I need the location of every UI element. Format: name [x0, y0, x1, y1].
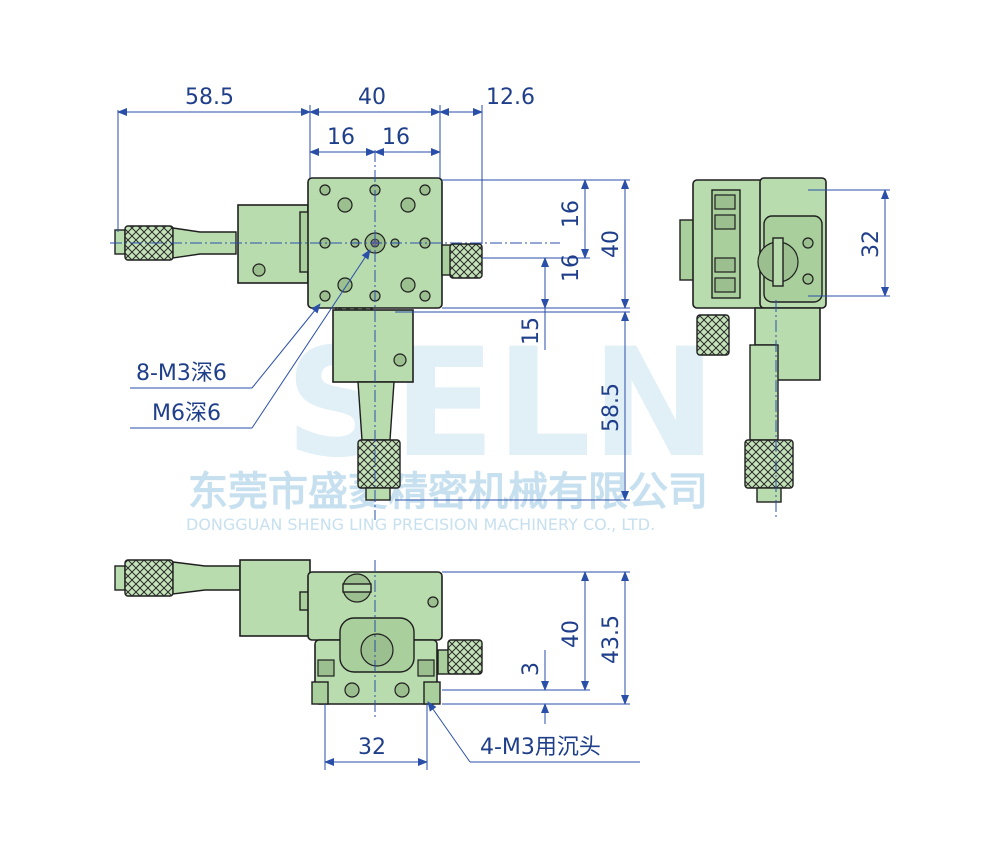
- dim-3: 3: [519, 662, 544, 676]
- front-lock-knob-icon: [447, 639, 483, 675]
- callout-center-hole: M6深6: [152, 401, 221, 426]
- watermark: SELN 东莞市盛菱精密机械有限公司 DONGGUAN SHENG LING P…: [186, 317, 717, 534]
- dim-16-lower: 16: [559, 254, 584, 282]
- front-knurl-icon: [124, 559, 174, 597]
- front-center-hole-icon: [360, 633, 394, 667]
- dim-43-5: 43.5: [599, 615, 624, 664]
- lock-knob-icon: [449, 243, 483, 279]
- dim-16-upper: 16: [559, 200, 584, 228]
- callout-tapped-holes: 8-M3深6: [136, 361, 227, 386]
- lower-thimble: [357, 381, 395, 441]
- micrometer-tip: [114, 229, 126, 255]
- dim-32-side: 32: [859, 230, 884, 258]
- dim-40-top: 40: [358, 85, 386, 110]
- dim-40-front: 40: [559, 620, 584, 648]
- side-knurl-icon: [744, 439, 794, 489]
- lower-knurl-icon: [357, 439, 401, 489]
- dim-16-left: 16: [327, 125, 355, 150]
- watermark-company-en: DONGGUAN SHENG LING PRECISION MACHINERY …: [186, 515, 655, 534]
- dim-12-6: 12.6: [486, 85, 535, 110]
- watermark-company-cn: 东莞市盛菱精密机械有限公司: [188, 469, 708, 515]
- dim-58-5-top: 58.5: [185, 85, 234, 110]
- front-mount: [239, 559, 311, 637]
- side-knob-icon: [696, 314, 730, 356]
- dim-15: 15: [519, 317, 544, 345]
- callout-counterbore: 4-M3用沉头: [480, 735, 601, 760]
- top-view: [110, 150, 560, 520]
- top-dimensions: 58.5 40 12.6 16 16 16 16 40 15 58.5: [117, 85, 630, 501]
- dim-32-front: 32: [358, 735, 386, 760]
- side-view: 32: [679, 177, 890, 520]
- dim-16-right: 16: [382, 125, 410, 150]
- callouts: 8-M3深6 M6深6: [130, 249, 371, 429]
- micrometer-mount: [237, 204, 309, 284]
- front-view: 40 43.5 3 32 4-M3用沉头: [114, 559, 640, 770]
- dim-40-right: 40: [599, 230, 624, 258]
- micrometer-thimble: [172, 227, 237, 259]
- dim-58-5-vertical: 58.5: [599, 383, 624, 432]
- lower-mount: [332, 309, 414, 383]
